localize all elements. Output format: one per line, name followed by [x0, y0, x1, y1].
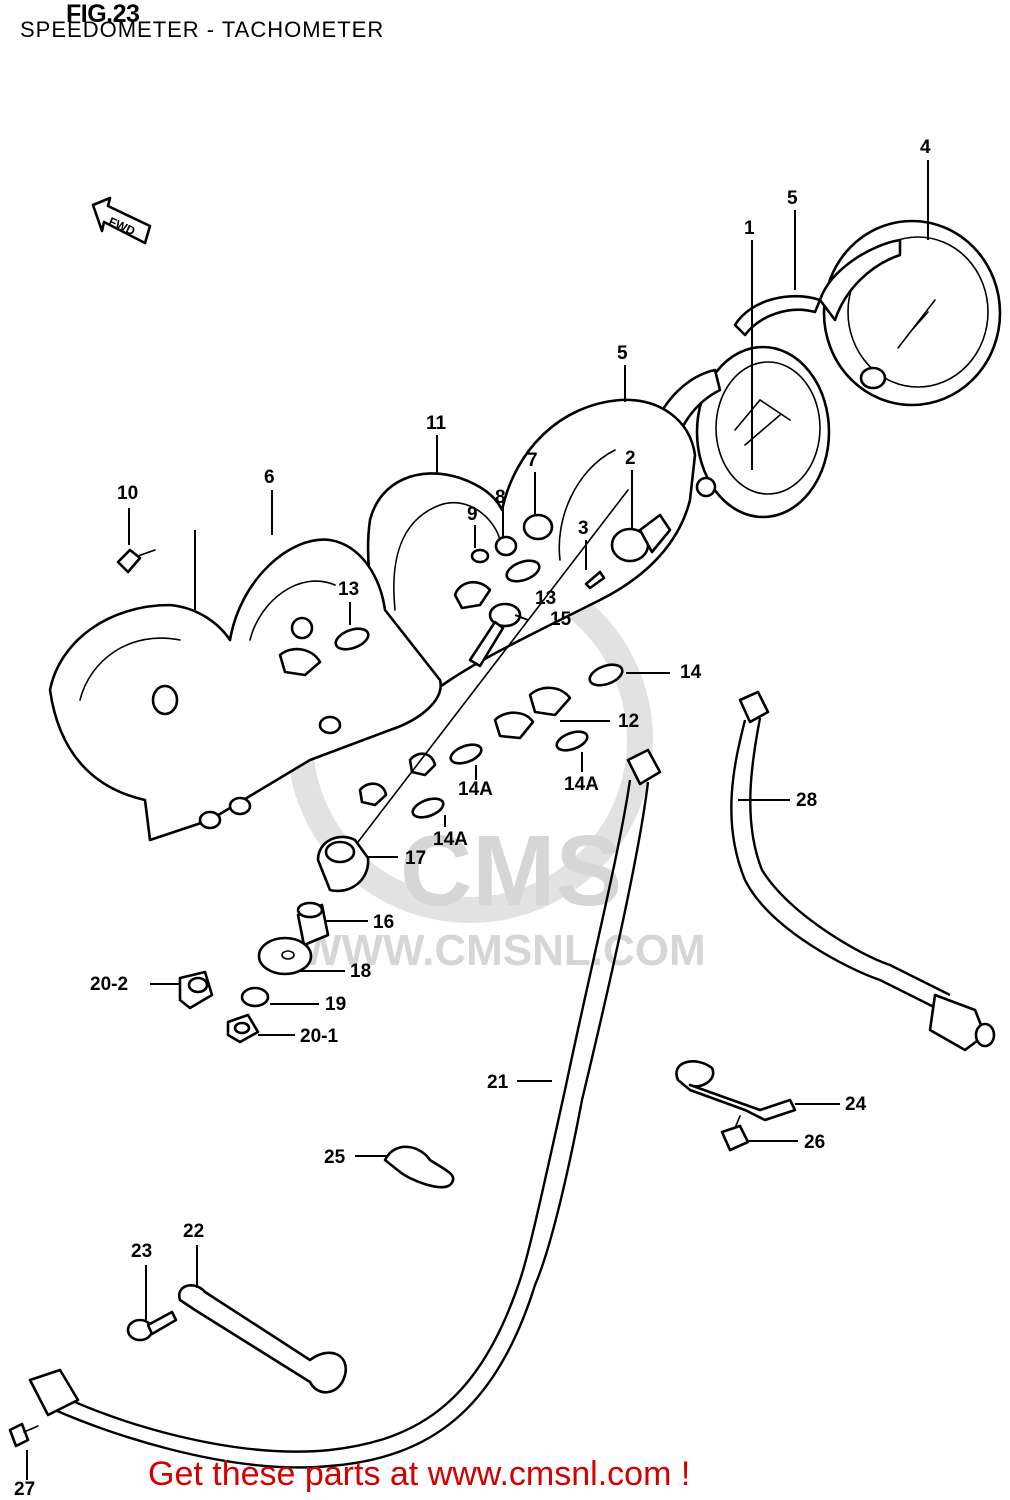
- grommet-17: [316, 835, 370, 893]
- bulb-14a-3: [411, 797, 445, 819]
- callout-22: 22: [183, 1221, 204, 1242]
- speedometer-cable-21: [28, 748, 662, 1469]
- callout-7: 7: [527, 450, 538, 471]
- callout-14a-2: 14A: [564, 774, 599, 795]
- bulb-14a-2: [555, 730, 589, 752]
- callout-14: 14: [680, 662, 702, 683]
- meter-lower-case: [48, 538, 442, 842]
- watermark-brand: CMS: [400, 815, 622, 927]
- callout-25: 25: [324, 1147, 346, 1168]
- callout-20-1: 20-1: [300, 1026, 338, 1047]
- callout-27: 27: [14, 1479, 35, 1500]
- callout-1: 1: [744, 218, 755, 239]
- callout-14a-3: 14A: [433, 829, 468, 850]
- screw-15: [468, 602, 522, 668]
- tachometer-cable-28: [730, 690, 996, 1052]
- callout-14a-1: 14A: [458, 779, 493, 800]
- callout-19: 19: [325, 994, 346, 1015]
- callout-11: 11: [426, 413, 447, 434]
- callout-10: 10: [117, 483, 138, 504]
- lamp-socket-group: [278, 581, 572, 807]
- callout-18: 18: [350, 961, 371, 982]
- callout-9: 9: [467, 504, 478, 525]
- callout-6: 6: [264, 467, 275, 488]
- callout-13-left: 13: [338, 579, 359, 600]
- grommet-2: [610, 513, 672, 563]
- callout-8: 8: [495, 487, 506, 508]
- grommet-7: [522, 513, 554, 541]
- callout-20-2: 20-2: [90, 974, 128, 995]
- screw-23: [126, 1310, 178, 1342]
- bulb-14a-1: [449, 743, 483, 765]
- callout-5-upper: 5: [787, 188, 798, 209]
- callout-23: 23: [131, 1241, 152, 1262]
- bulb-14: [588, 663, 624, 687]
- nut-20-2: [178, 970, 214, 1010]
- callout-5-lower: 5: [617, 343, 628, 364]
- nut-20-1: [226, 1013, 260, 1044]
- callout-21: 21: [487, 1072, 509, 1093]
- watermark-url: WWW.CMSNL.COM: [300, 926, 706, 975]
- clamp-24: [675, 1060, 797, 1122]
- washer-18: [257, 936, 313, 976]
- washer-8: [494, 535, 518, 557]
- callout-26: 26: [804, 1132, 825, 1153]
- mounting-rod: [347, 489, 629, 856]
- callout-2: 2: [625, 448, 636, 469]
- diagram-title: SPEEDOMETER - TACHOMETER: [20, 17, 385, 42]
- collar-16: [296, 901, 330, 947]
- callout-4: 4: [920, 137, 931, 158]
- callout-15: 15: [550, 609, 572, 630]
- callout-3: 3: [578, 518, 589, 539]
- bulb-13-left: [334, 627, 370, 651]
- screw-10: [116, 548, 156, 574]
- bulb-13-right: [505, 559, 541, 583]
- callout-28: 28: [796, 790, 817, 811]
- callout-labels: 4 5 1 5 11 7 2 8 9 3 10 6 13 13 15 14 12…: [14, 137, 931, 1500]
- callout-12: 12: [618, 711, 639, 732]
- figure-number: FIG.23: [66, 0, 140, 28]
- callout-24: 24: [845, 1094, 867, 1115]
- leader-lines: [26, 160, 929, 1480]
- callout-17: 17: [405, 848, 426, 869]
- cushion-ring-upper: [733, 294, 822, 337]
- fwd-arrow-icon: FWD: [91, 196, 152, 245]
- clip-25: [383, 1145, 455, 1189]
- washer-9: [470, 548, 490, 564]
- callout-16: 16: [373, 912, 394, 933]
- screw-27: [8, 1422, 39, 1448]
- callout-13-right: 13: [535, 588, 556, 609]
- screw-3: [584, 570, 606, 590]
- tachometer-gauge: [818, 219, 1002, 407]
- footer-link-text[interactable]: Get these parts at www.cmsnl.com !: [148, 1455, 691, 1493]
- bracket-22: [177, 1284, 348, 1394]
- screw-26: [720, 1115, 750, 1152]
- washer-19: [240, 986, 270, 1008]
